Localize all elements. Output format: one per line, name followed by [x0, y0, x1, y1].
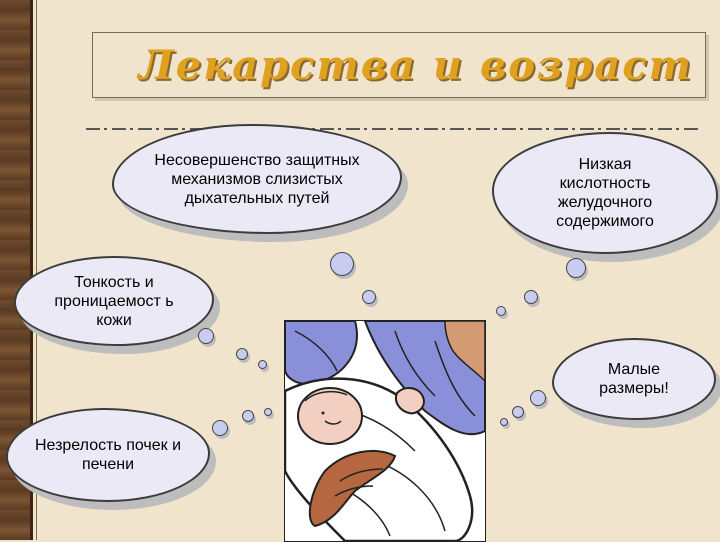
cloud-skin: Тонкость и проницаемост ь кожи	[14, 256, 214, 346]
dashed-divider	[86, 128, 702, 130]
thought-bubble	[264, 408, 272, 416]
thought-bubble	[496, 306, 506, 316]
cloud-acidity-text: Низкая кислотность желудочного содержимо…	[535, 155, 675, 231]
cloud-skin-text: Тонкость и проницаемост ь кожи	[54, 273, 174, 330]
cloud-mucosa: Несовершенство защитных механизмов слизи…	[112, 124, 402, 234]
cloud-organs-text: Незрелость почек и печени	[33, 436, 183, 474]
thought-bubble	[242, 410, 254, 422]
thought-bubble	[330, 252, 354, 276]
thought-bubble	[524, 290, 538, 304]
cloud-size: Малые размеры!	[552, 338, 716, 420]
cloud-organs: Незрелость почек и печени	[6, 408, 210, 502]
illustration-svg	[285, 321, 485, 541]
thought-bubble	[362, 290, 376, 304]
thought-bubble	[566, 258, 586, 278]
cloud-mucosa-text: Несовершенство защитных механизмов слизи…	[147, 151, 367, 208]
thought-bubble	[198, 328, 214, 344]
title-box: Лекарства и возраст	[92, 32, 706, 98]
thought-bubble	[530, 390, 546, 406]
mother-holding-baby-icon	[284, 320, 486, 542]
thought-bubble	[500, 418, 508, 426]
cloud-acidity: Низкая кислотность желудочного содержимо…	[492, 132, 718, 254]
thought-bubble	[236, 348, 248, 360]
thought-bubble	[258, 360, 267, 369]
thought-bubble	[512, 406, 524, 418]
cloud-size-text: Малые размеры!	[584, 360, 684, 398]
slide-title: Лекарства и возраст	[93, 33, 705, 97]
thought-bubble	[212, 420, 228, 436]
